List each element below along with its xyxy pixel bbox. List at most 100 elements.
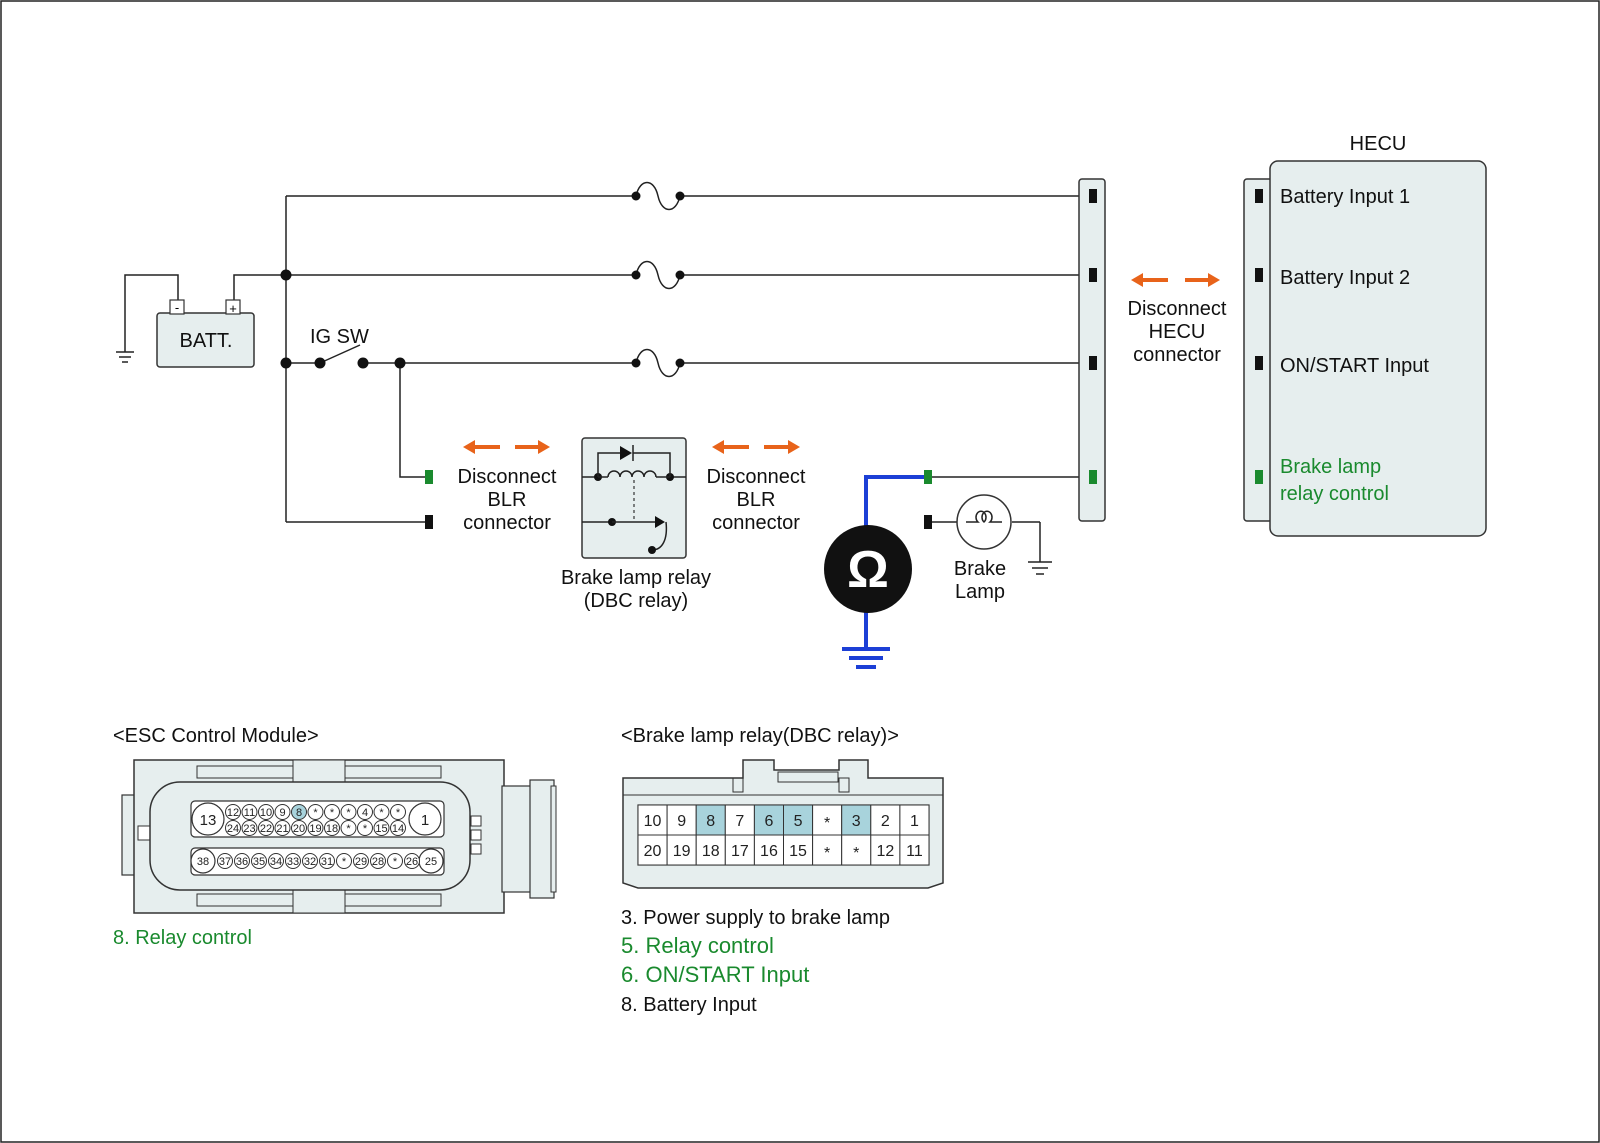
- esc-pin-1-9: [373, 804, 390, 820]
- esc-pin-1: 1: [421, 812, 429, 829]
- dbc-pin-cell: [899, 834, 930, 866]
- blr-connector-left-1: Disconnect: [458, 466, 557, 488]
- esc-pin-label: 36: [236, 856, 248, 868]
- dbc-pin-label: 11: [906, 843, 923, 860]
- esc-pin-label: 21: [276, 823, 288, 835]
- dbc-note-0: 3. Power supply to brake lamp: [621, 907, 890, 929]
- esc-pin-label: 19: [309, 823, 321, 835]
- esc-pin-label: 15: [375, 823, 387, 835]
- esc-pin-1-10: [390, 804, 406, 820]
- dbc-note-1: 5. Relay control: [621, 933, 774, 958]
- esc-pin-label: 29: [355, 856, 367, 868]
- esc-pin-3-10: [387, 853, 403, 869]
- dbc-pin-cell: [637, 834, 668, 866]
- esc-pin-2-6: [324, 820, 340, 836]
- dbc-notes: 3. Power supply to brake lamp 5. Relay co…: [621, 907, 890, 1016]
- dbc-pin-label: 9: [677, 813, 686, 830]
- esc-pin-2-7: [340, 820, 357, 836]
- brake-lamp-relay: Brake lamp relay (DBC relay): [561, 437, 711, 612]
- hecu-on-start-input: ON/START Input: [1280, 355, 1429, 377]
- dbc-pin-cell: [812, 834, 843, 866]
- esc-pin-2-9: [373, 820, 390, 836]
- dbc-pin-label: 5: [794, 813, 803, 830]
- dbc-pin-label: *: [824, 815, 830, 832]
- blr-connector-left-2: BLR: [488, 489, 527, 511]
- blr-connector-right-1: Disconnect: [707, 466, 806, 488]
- dbc-pin-cell: [899, 804, 930, 836]
- esc-pin-label: 9: [279, 807, 285, 819]
- relay-label-2: (DBC relay): [584, 590, 688, 612]
- dbc-pin-label: 8: [706, 813, 715, 830]
- dbc-pin-label: *: [853, 845, 859, 862]
- dbc-pin-cell: [841, 834, 872, 866]
- dbc-pin-cell: [783, 804, 814, 836]
- dbc-title: <Brake lamp relay(DBC relay)>: [621, 725, 899, 747]
- esc-pin-2-2: [258, 820, 274, 836]
- esc-pin-1-8: [357, 804, 373, 820]
- esc-note: 8. Relay control: [113, 927, 252, 949]
- ig-switch-label: IG SW: [310, 326, 369, 348]
- dbc-pin-label: 10: [644, 813, 662, 830]
- esc-pin-3-9: [370, 853, 386, 869]
- blr-connector-left-3: connector: [463, 512, 551, 534]
- esc-pin-3-6: [319, 853, 335, 869]
- dbc-pin-cell: [666, 834, 697, 866]
- esc-pin-1-5: [307, 804, 324, 820]
- dbc-pin-label: 15: [789, 843, 807, 860]
- esc-pin-13: 13: [200, 812, 217, 829]
- hecu-connector-label-3: connector: [1133, 344, 1221, 366]
- esc-pin-label: *: [313, 807, 318, 819]
- hecu-connector-label-1: Disconnect: [1128, 298, 1227, 320]
- esc-pin-label: *: [363, 823, 368, 835]
- esc-pin-25: 25: [425, 856, 437, 868]
- esc-pin-1-6: [324, 804, 340, 820]
- hecu-harness-connector: [1078, 178, 1106, 522]
- dbc-pin-cell: [724, 834, 755, 866]
- dbc-pin-cell: [695, 834, 726, 866]
- esc-pin-3-7: [336, 853, 352, 869]
- blr-disconnect-arrows-right: [712, 440, 800, 454]
- dbc-pin-cell: [753, 804, 785, 836]
- hecu-module: HECU Battery Input 1 Battery Input 2 ON/…: [1243, 133, 1487, 537]
- esc-pin-3-1: [234, 853, 250, 869]
- esc-pin-1-7: [340, 804, 357, 820]
- dbc-pin-label: 18: [702, 843, 720, 860]
- hecu-relay-control-1: Brake lamp: [1280, 456, 1381, 478]
- blr-connector-right-2: BLR: [737, 489, 776, 511]
- dbc-pin-label: 2: [881, 813, 890, 830]
- esc-pin-3-11: [404, 853, 420, 869]
- esc-title: <ESC Control Module>: [113, 725, 319, 747]
- esc-pin-2-8: [357, 820, 373, 836]
- esc-pin-2-4: [291, 820, 307, 836]
- esc-pin-label: *: [342, 856, 347, 868]
- dbc-pin-label: 19: [673, 843, 691, 860]
- esc-pin-label: 32: [304, 856, 316, 868]
- esc-pin-label: 34: [270, 856, 282, 868]
- dbc-pin-label: 12: [876, 843, 894, 860]
- esc-pin-2-10: [390, 820, 406, 836]
- dbc-pin-label: 20: [644, 843, 662, 860]
- esc-pin-3-3: [268, 853, 284, 869]
- hecu-battery-input-1: Battery Input 1: [1280, 186, 1410, 208]
- brake-lamp: Brake Lamp: [954, 494, 1012, 603]
- dbc-pin-label: 7: [735, 813, 744, 830]
- esc-pin-label: 12: [227, 807, 239, 819]
- dbc-pin-label: *: [824, 845, 830, 862]
- battery: - + BATT.: [156, 299, 255, 368]
- esc-pin-2-5: [307, 820, 324, 836]
- dbc-pin-cell: [695, 804, 726, 836]
- hecu-title: HECU: [1350, 133, 1407, 155]
- dbc-pin-cell: [637, 804, 668, 836]
- esc-pin-3-8: [353, 853, 369, 869]
- esc-pin-label: 31: [321, 856, 333, 868]
- esc-pin-label: 28: [372, 856, 384, 868]
- battery-minus: -: [175, 300, 179, 315]
- dbc-note-2: 6. ON/START Input: [621, 962, 809, 987]
- blr-disconnect-arrows-left: [463, 440, 550, 454]
- esc-pin-label: 26: [406, 856, 418, 868]
- esc-pin-1-0: [225, 804, 241, 820]
